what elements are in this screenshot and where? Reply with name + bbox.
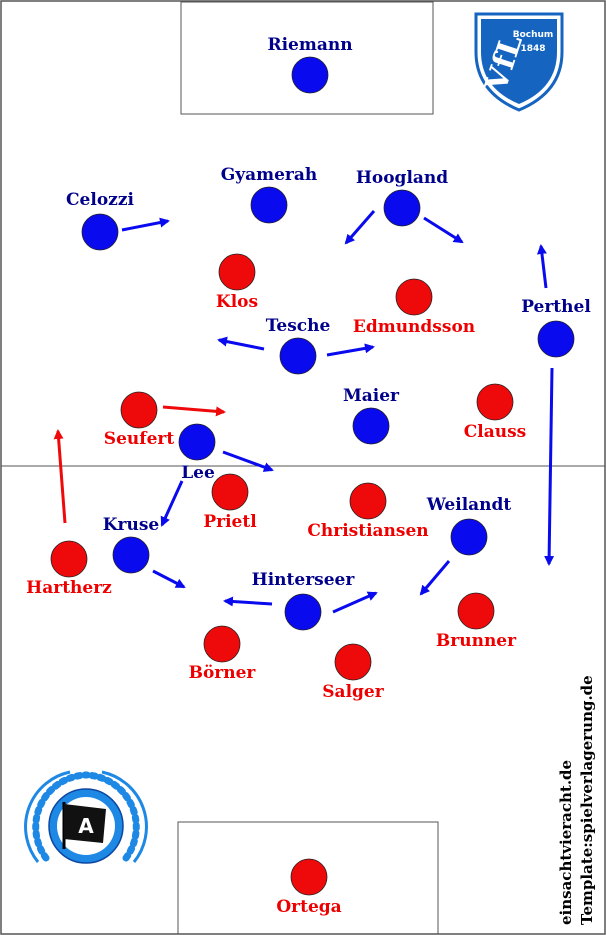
credit-einsachtvieracht: einsachtvieracht.de <box>557 760 575 925</box>
arrow-kruse <box>152 569 186 589</box>
player-token-brunner <box>457 592 495 630</box>
player-label-kruse: Kruse <box>103 515 160 535</box>
player-token-klos <box>218 253 256 291</box>
player-tokens: Riemann Gyamerah Hoogland Celozzi Perthe… <box>26 35 591 917</box>
player-token-lee <box>178 423 216 461</box>
penalty-box-bottom <box>177 821 439 935</box>
player-token-christiansen <box>349 482 387 520</box>
arrow-hoogland-left <box>344 210 376 245</box>
credit-template: Template:spielverlagerung.de <box>578 675 596 925</box>
player-label-klos: Klos <box>216 292 258 312</box>
player-label-hoogland: Hoogland <box>356 168 448 188</box>
player-token-hoogland <box>383 189 421 227</box>
player-label-perthel: Perthel <box>521 297 591 317</box>
player-token-weilandt <box>450 518 488 556</box>
arrow-tesche-right <box>326 343 375 357</box>
player-label-clauss: Clauss <box>464 422 527 442</box>
arrow-hartherz <box>53 429 67 524</box>
player-token-hinterseer <box>284 593 322 631</box>
movement-arrows <box>53 210 555 614</box>
player-label-salger: Salger <box>322 682 384 702</box>
player-token-celozzi <box>81 213 119 251</box>
arrow-weilandt <box>419 560 451 596</box>
penalty-box-top <box>180 1 434 115</box>
player-label-ortega: Ortega <box>276 897 341 917</box>
bochum-crest-year: 1848 <box>520 44 545 54</box>
arrow-perthel-up <box>536 244 548 289</box>
bochum-crest-logo: VfL Bochum 1848 <box>474 12 564 112</box>
bochum-crest-city: Bochum <box>513 30 554 40</box>
player-token-edmundsson <box>395 278 433 316</box>
player-label-hartherz: Hartherz <box>26 578 112 598</box>
player-token-prietl <box>211 473 249 511</box>
player-label-riemann: Riemann <box>267 35 352 55</box>
player-label-gyamerah: Gyamerah <box>221 165 318 185</box>
arrow-lee-down <box>160 480 184 527</box>
player-token-seufert <box>120 391 158 429</box>
player-label-edmundsson: Edmundsson <box>353 317 475 337</box>
player-token-tesche <box>279 337 317 375</box>
player-label-maier: Maier <box>343 386 400 406</box>
player-label-seufert: Seufert <box>104 429 175 449</box>
player-token-clauss <box>476 383 514 421</box>
arrow-hoogland-right <box>423 216 464 244</box>
arrow-hinterseer-left <box>223 596 273 607</box>
bielefeld-crest-logo: A <box>24 770 148 864</box>
player-token-maier <box>352 407 390 445</box>
player-token-kruse <box>112 536 150 574</box>
player-token-perthel <box>537 320 575 358</box>
player-token-gyamerah <box>250 186 288 224</box>
player-token-hartherz <box>50 540 88 578</box>
player-label-weilandt: Weilandt <box>426 495 512 515</box>
player-label-lee: Lee <box>181 463 215 483</box>
player-label-prietl: Prietl <box>203 512 257 532</box>
player-label-christiansen: Christiansen <box>307 521 428 541</box>
player-label-celozzi: Celozzi <box>66 190 134 210</box>
player-label-hinterseer: Hinterseer <box>252 570 356 590</box>
arrow-hinterseer-right <box>332 591 378 614</box>
player-label-brunner: Brunner <box>436 631 517 651</box>
player-token-riemann <box>291 56 329 94</box>
arrow-celozzi <box>121 217 170 232</box>
arrow-perthel-down <box>544 367 555 566</box>
player-label-borner: Börner <box>189 663 257 683</box>
player-token-ortega <box>290 858 328 896</box>
arrow-tesche-left <box>217 336 265 351</box>
player-token-borner <box>203 625 241 663</box>
player-token-salger <box>334 643 372 681</box>
bielefeld-crest-letter: A <box>78 814 94 838</box>
arrow-lee-right <box>222 450 274 472</box>
player-label-tesche: Tesche <box>266 316 331 336</box>
arrow-seufert <box>162 405 226 417</box>
